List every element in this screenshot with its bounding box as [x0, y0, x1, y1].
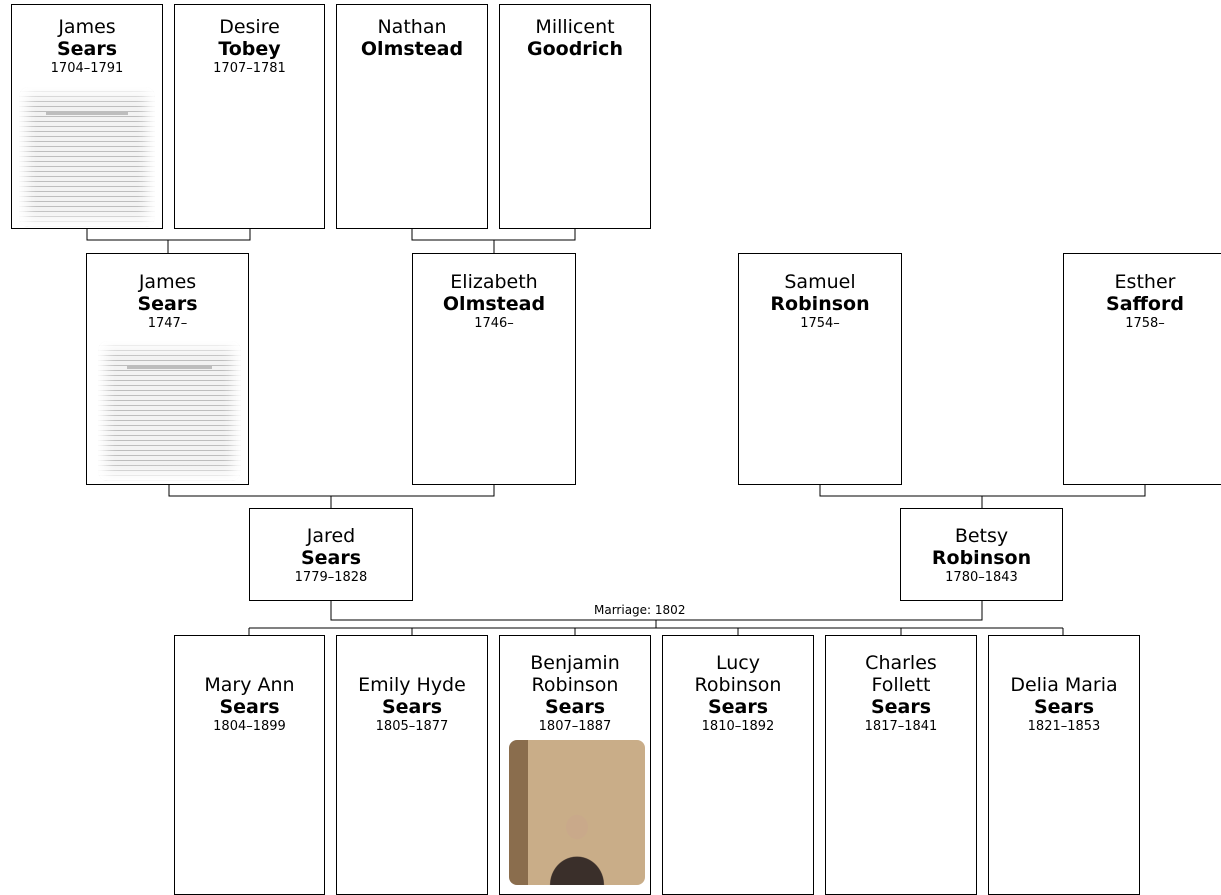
given-name: Mary Ann	[204, 674, 295, 696]
life-years: 1758–	[1125, 316, 1165, 331]
person-millicent-goodrich[interactable]: Millicent Goodrich	[499, 4, 651, 229]
document-photo-icon[interactable]	[19, 87, 155, 227]
life-years: 1747–	[147, 316, 188, 331]
portrait-photo-icon[interactable]	[509, 740, 645, 885]
person-nathan-olmstead[interactable]: Nathan Olmstead	[336, 4, 488, 229]
surname: Robinson	[931, 547, 1032, 569]
given-name: Emily Hyde	[358, 674, 466, 696]
couple-connector	[86, 228, 251, 241]
surname: Sears	[381, 696, 443, 718]
person-james-sears-1704[interactable]: James Sears 1704–1791	[11, 4, 163, 229]
surname: Sears	[56, 38, 118, 60]
surname: Sears	[707, 696, 769, 718]
life-years: 1780–1843	[945, 570, 1018, 585]
given-name: Desire	[219, 16, 280, 38]
life-years: 1810–1892	[701, 719, 775, 734]
couple-connector	[168, 484, 495, 497]
life-years: 1817–1841	[864, 719, 938, 734]
surname: Olmstead	[442, 293, 546, 315]
life-years: 1754–	[800, 316, 840, 331]
given-name: Samuel	[784, 271, 856, 293]
life-years: 1707–1781	[213, 61, 286, 76]
couple-connector	[819, 484, 1146, 497]
surname: Sears	[219, 696, 280, 718]
given-name: James	[58, 16, 116, 38]
person-desire-tobey[interactable]: Desire Tobey 1707–1781	[174, 4, 325, 229]
person-charles-follett-sears[interactable]: Charles Follett Sears 1817–1841	[825, 635, 977, 895]
given-name: Benjamin Robinson	[530, 652, 620, 696]
life-years: 1805–1877	[375, 719, 449, 734]
person-elizabeth-olmstead[interactable]: Elizabeth Olmstead 1746–	[412, 253, 576, 485]
given-name: James	[138, 271, 197, 293]
person-betsy-robinson[interactable]: Betsy Robinson 1780–1843	[900, 508, 1063, 601]
life-years: 1804–1899	[213, 719, 286, 734]
given-name: Lucy Robinson	[694, 652, 782, 696]
given-name: Nathan	[377, 16, 447, 38]
person-benjamin-robinson-sears[interactable]: Benjamin Robinson Sears 1807–1887	[499, 635, 651, 895]
surname: Olmstead	[360, 38, 464, 60]
surname: Sears	[1033, 696, 1095, 718]
surname: Safford	[1106, 293, 1184, 315]
given-name: Millicent	[535, 16, 615, 38]
surname: Sears	[544, 696, 606, 718]
given-name: Elizabeth	[450, 271, 538, 293]
child-drop-connectors	[248, 628, 1064, 636]
life-years: 1704–1791	[50, 61, 124, 76]
life-years: 1821–1853	[1027, 719, 1101, 734]
person-delia-maria-sears[interactable]: Delia Maria Sears 1821–1853	[988, 635, 1140, 895]
marriage-label: Marriage: 1802	[592, 603, 688, 617]
person-esther-safford[interactable]: Esther Safford 1758–	[1063, 253, 1221, 485]
given-name: Betsy	[954, 525, 1009, 547]
person-jared-sears[interactable]: Jared Sears 1779–1828	[249, 508, 413, 601]
document-photo-icon[interactable]	[98, 341, 241, 481]
person-samuel-robinson[interactable]: Samuel Robinson 1754–	[738, 253, 902, 485]
surname: Sears	[137, 293, 198, 315]
surname: Sears	[300, 547, 362, 569]
person-mary-ann-sears[interactable]: Mary Ann Sears 1804–1899	[174, 635, 325, 895]
surname: Sears	[870, 696, 932, 718]
person-lucy-robinson-sears[interactable]: Lucy Robinson Sears 1810–1892	[662, 635, 814, 895]
life-years: 1807–1887	[538, 719, 612, 734]
given-name: Charles Follett	[865, 652, 937, 696]
person-james-sears-1747[interactable]: James Sears 1747–	[86, 253, 249, 485]
given-name: Jared	[306, 525, 356, 547]
life-years: 1779–1828	[294, 570, 368, 585]
surname: Robinson	[770, 293, 870, 315]
given-name: Delia Maria	[1010, 674, 1118, 696]
surname: Goodrich	[527, 38, 623, 60]
couple-connector	[411, 228, 576, 241]
given-name: Esther	[1114, 271, 1176, 293]
surname: Tobey	[218, 38, 281, 60]
person-emily-hyde-sears[interactable]: Emily Hyde Sears 1805–1877	[336, 635, 488, 895]
life-years: 1746–	[474, 316, 514, 331]
